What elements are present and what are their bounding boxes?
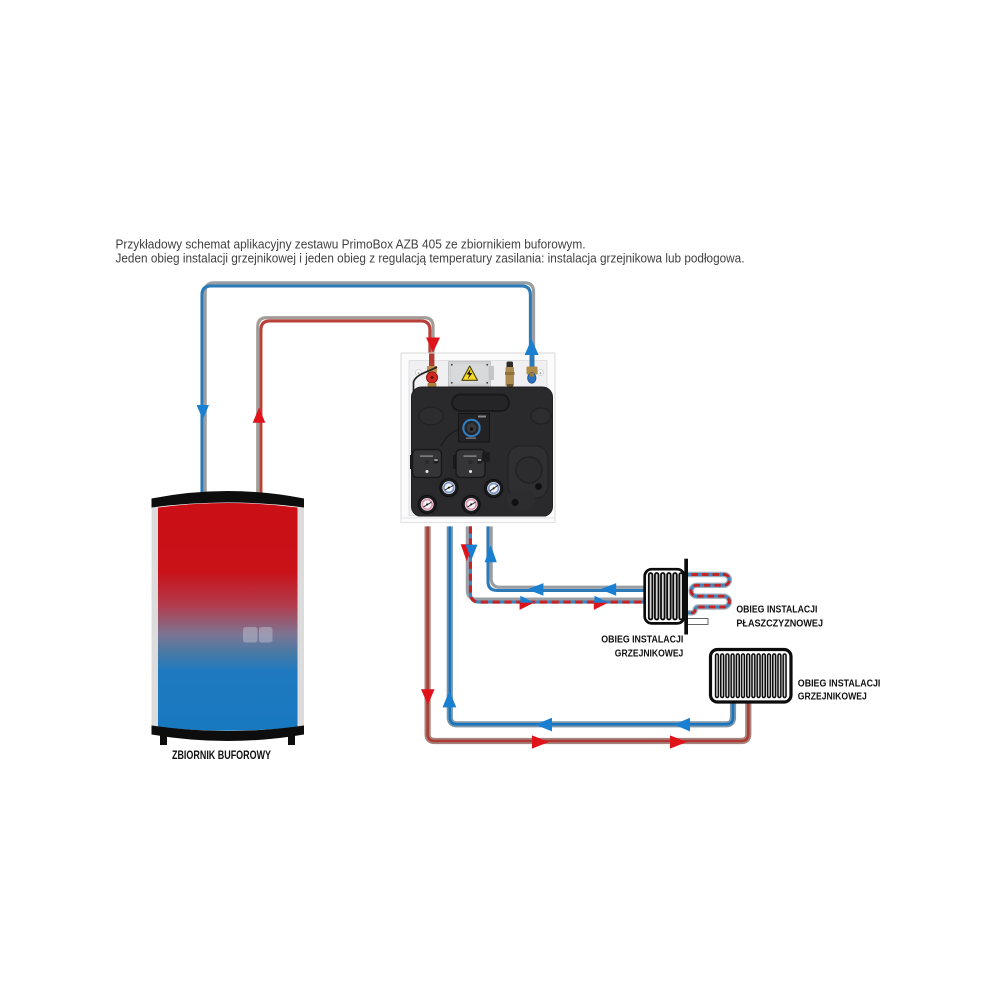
svg-text:PŁASZCZYZNOWEJ: PŁASZCZYZNOWEJ <box>736 619 823 630</box>
svg-text:OBIEG INSTALACJI: OBIEG INSTALACJI <box>798 679 881 690</box>
svg-text:GRZEJNIKOWEJ: GRZEJNIKOWEJ <box>615 648 684 659</box>
svg-text:Jeden obieg instalacji grzejni: Jeden obieg instalacji grzejnikowej i je… <box>116 252 745 266</box>
svg-text:OBIEG INSTALACJI: OBIEG INSTALACJI <box>601 634 683 645</box>
svg-text:OBIEG INSTALACJI: OBIEG INSTALACJI <box>736 605 817 616</box>
svg-text:ZBIORNIK BUFOROWY: ZBIORNIK BUFOROWY <box>172 750 271 762</box>
svg-text:Przykładowy schemat aplikacyjn: Przykładowy schemat aplikacyjny zestawu … <box>116 238 586 252</box>
svg-text:GRZEJNIKOWEJ: GRZEJNIKOWEJ <box>798 692 867 703</box>
